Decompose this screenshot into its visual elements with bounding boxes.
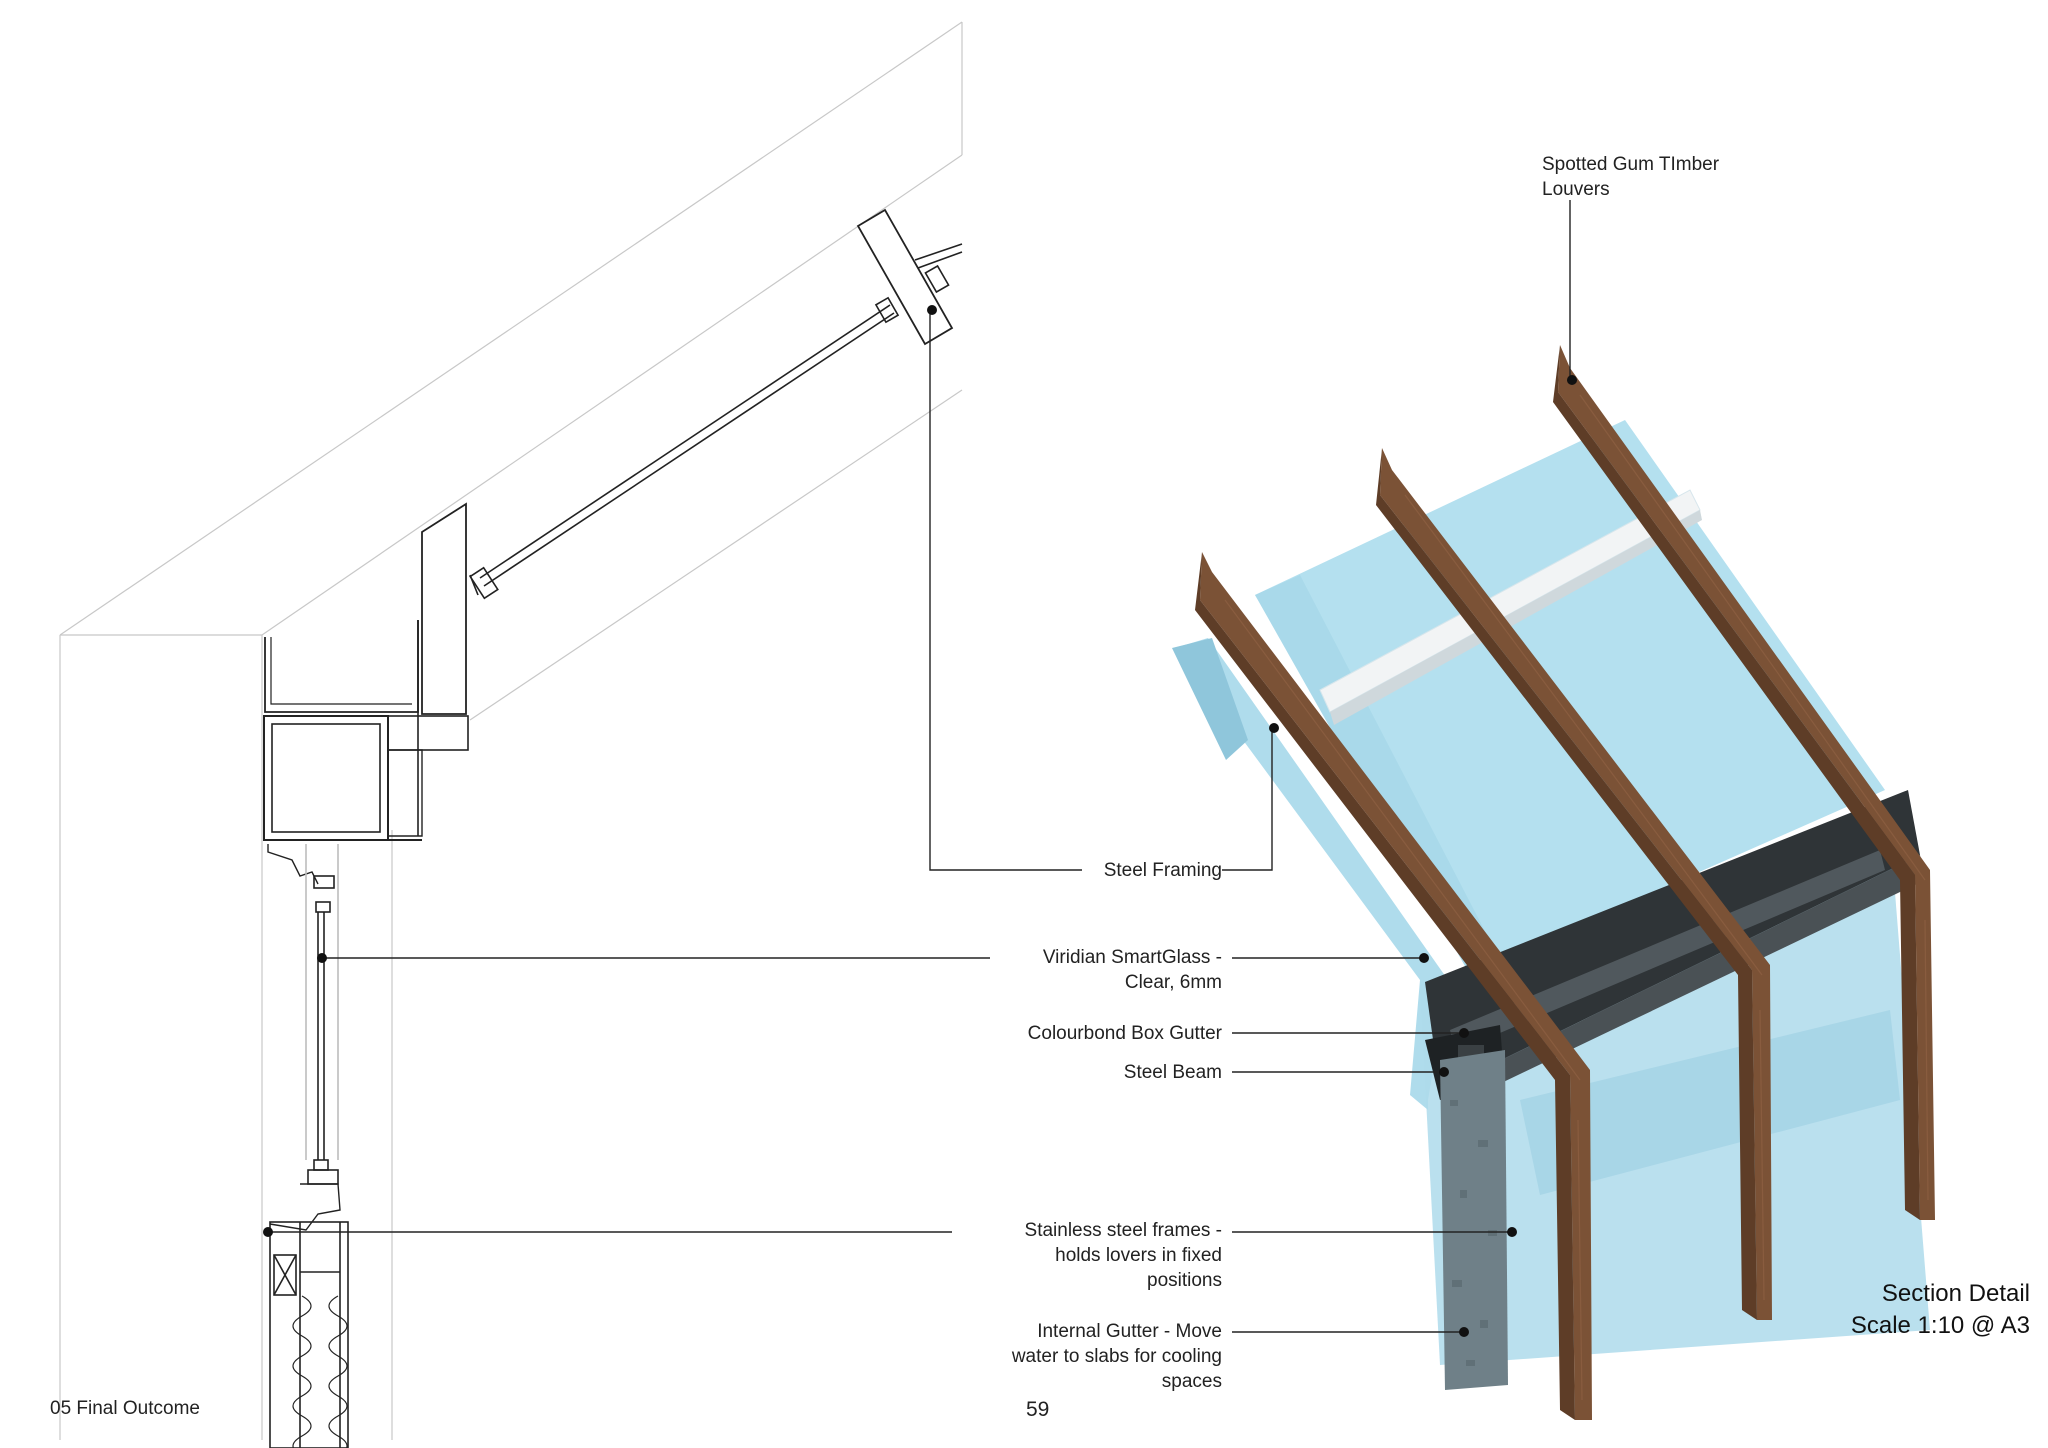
label-stainless-frames: Stainless steel frames - holds lovers in… — [1024, 1220, 1222, 1291]
leader-steel-framing-left — [929, 310, 1082, 871]
label-smartglass: Viridian SmartGlass - Clear, 6mm — [1042, 947, 1222, 993]
section-title: Section Detail Scale 1:10 @ A3 — [1851, 1278, 2030, 1342]
concrete-column — [1440, 1050, 1508, 1390]
leader-lines — [268, 200, 1571, 1333]
page-number: 59 — [1026, 1398, 1050, 1421]
section-scale: Scale 1:10 @ A3 — [1850, 1312, 2030, 1339]
section-title-line1: Section Detail — [1881, 1280, 2030, 1307]
glass-panel-lower — [1175, 638, 1448, 1110]
label-spotted-gum-louvers: Spotted Gum TImber Louvers — [1542, 154, 1720, 200]
leader-steel-framing-right — [1222, 728, 1273, 871]
section-line-drawing — [59, 21, 963, 1448]
label-internal-gutter: Internal Gutter - Move water to slabs fo… — [1011, 1321, 1222, 1392]
label-box-gutter: Colourbond Box Gutter — [1027, 1023, 1222, 1044]
timber-louvers — [1195, 345, 1935, 1420]
label-steel-framing: Steel Framing — [1103, 860, 1222, 881]
footer-chapter: 05 Final Outcome — [50, 1398, 200, 1419]
label-steel-beam: Steel Beam — [1123, 1062, 1222, 1083]
leader-dots — [263, 305, 1577, 1337]
isometric-detail — [1172, 345, 1935, 1420]
